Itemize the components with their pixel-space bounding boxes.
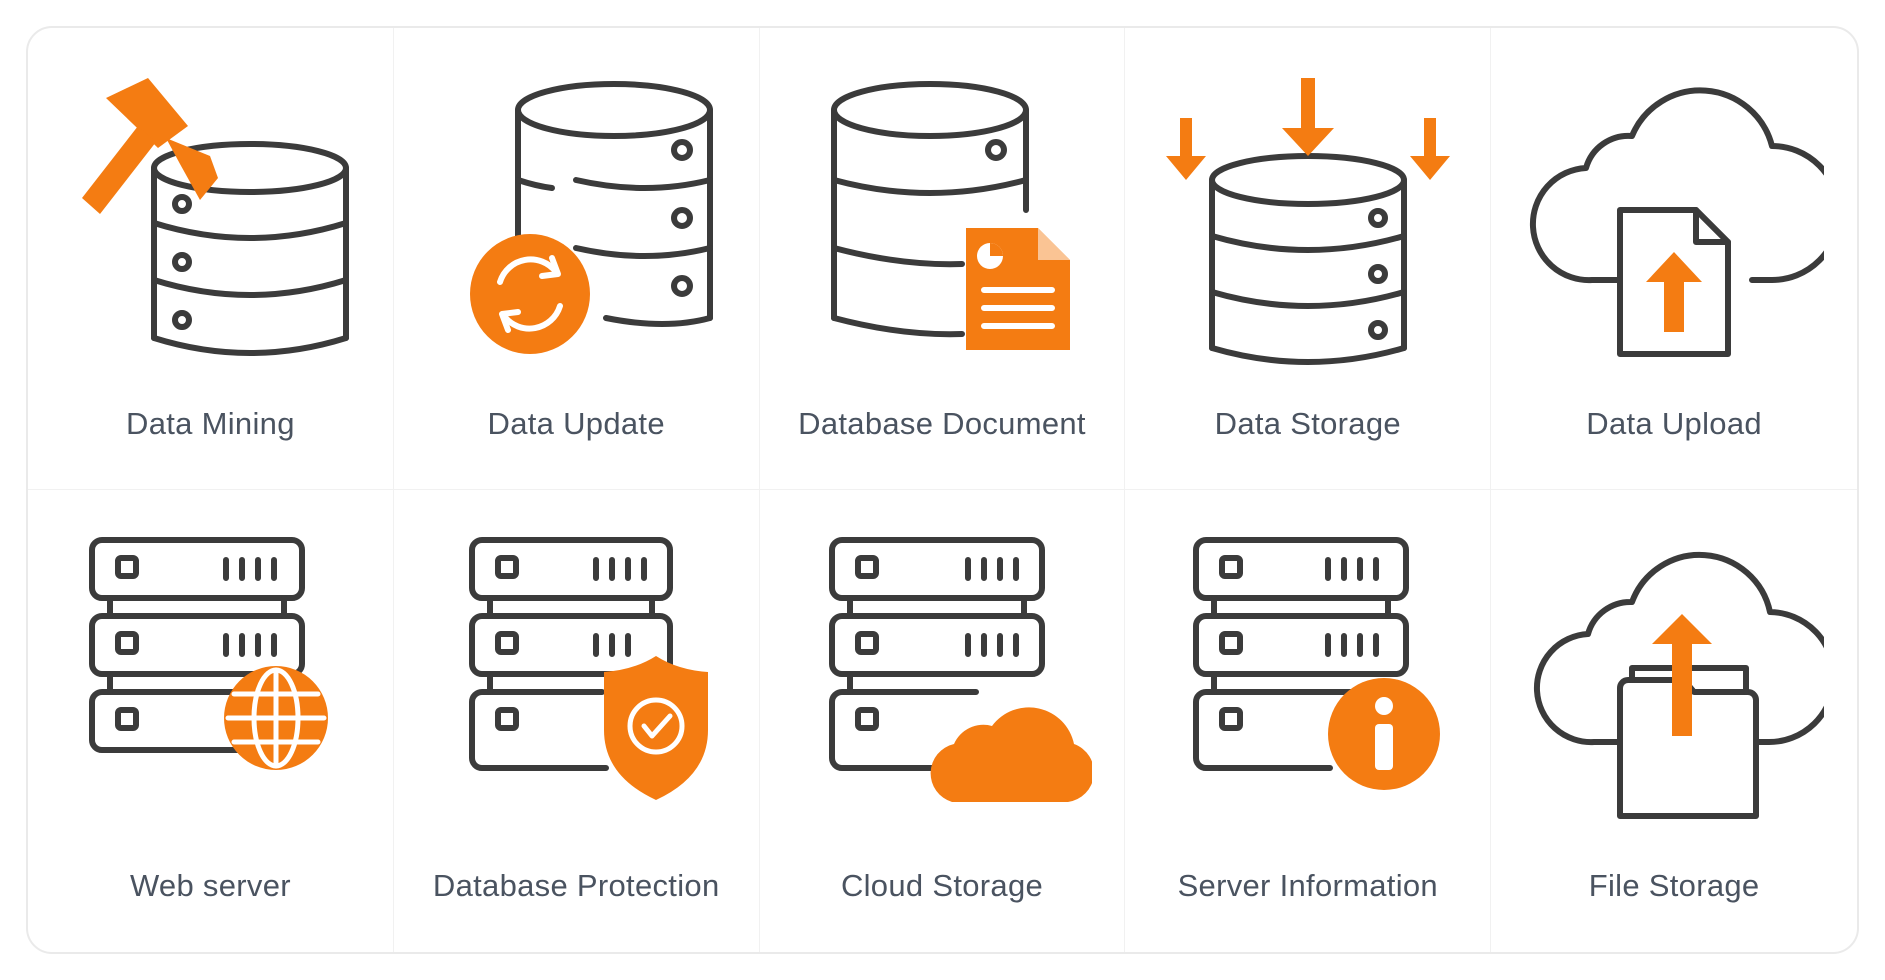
label-cloud-storage: Cloud Storage (840, 868, 1044, 903)
cloud-storage-icon (792, 530, 1092, 830)
icon-tile-file-storage: File Storage (1491, 490, 1857, 952)
label-data-upload: Data Upload (1586, 406, 1762, 441)
icon-tile-database-protection: Database Protection (394, 490, 760, 952)
label-file-storage: File Storage (1588, 868, 1760, 903)
icon-set-panel: Data Mining Data Update (26, 26, 1859, 954)
icon-tile-server-information: Server Information (1125, 490, 1492, 952)
database-document-icon (792, 68, 1092, 368)
data-mining-icon (60, 68, 360, 368)
icon-tile-data-storage: Data Storage (1125, 28, 1492, 490)
data-storage-icon (1158, 68, 1458, 368)
web-server-icon (60, 530, 360, 830)
data-upload-icon (1524, 68, 1825, 368)
icon-tile-data-mining: Data Mining (28, 28, 394, 490)
label-data-update: Data Update (487, 406, 665, 441)
icon-tile-database-document: Database Document (759, 28, 1126, 490)
label-database-protection: Database Protection (432, 868, 720, 903)
icon-tile-cloud-storage: Cloud Storage (760, 490, 1126, 952)
icon-tile-data-upload: Data Upload (1491, 28, 1857, 490)
label-data-mining: Data Mining (126, 406, 295, 441)
database-protection-icon (426, 530, 726, 830)
label-server-information: Server Information (1177, 868, 1438, 903)
label-web-server: Web server (129, 868, 291, 903)
label-data-storage: Data Storage (1214, 406, 1401, 441)
server-information-icon (1158, 530, 1458, 830)
label-database-document: Database Document (798, 406, 1086, 441)
data-update-icon (426, 68, 726, 368)
icon-tile-web-server: Web server (28, 490, 394, 952)
icon-tile-data-update: Data Update (393, 28, 760, 490)
file-storage-icon (1524, 530, 1825, 830)
